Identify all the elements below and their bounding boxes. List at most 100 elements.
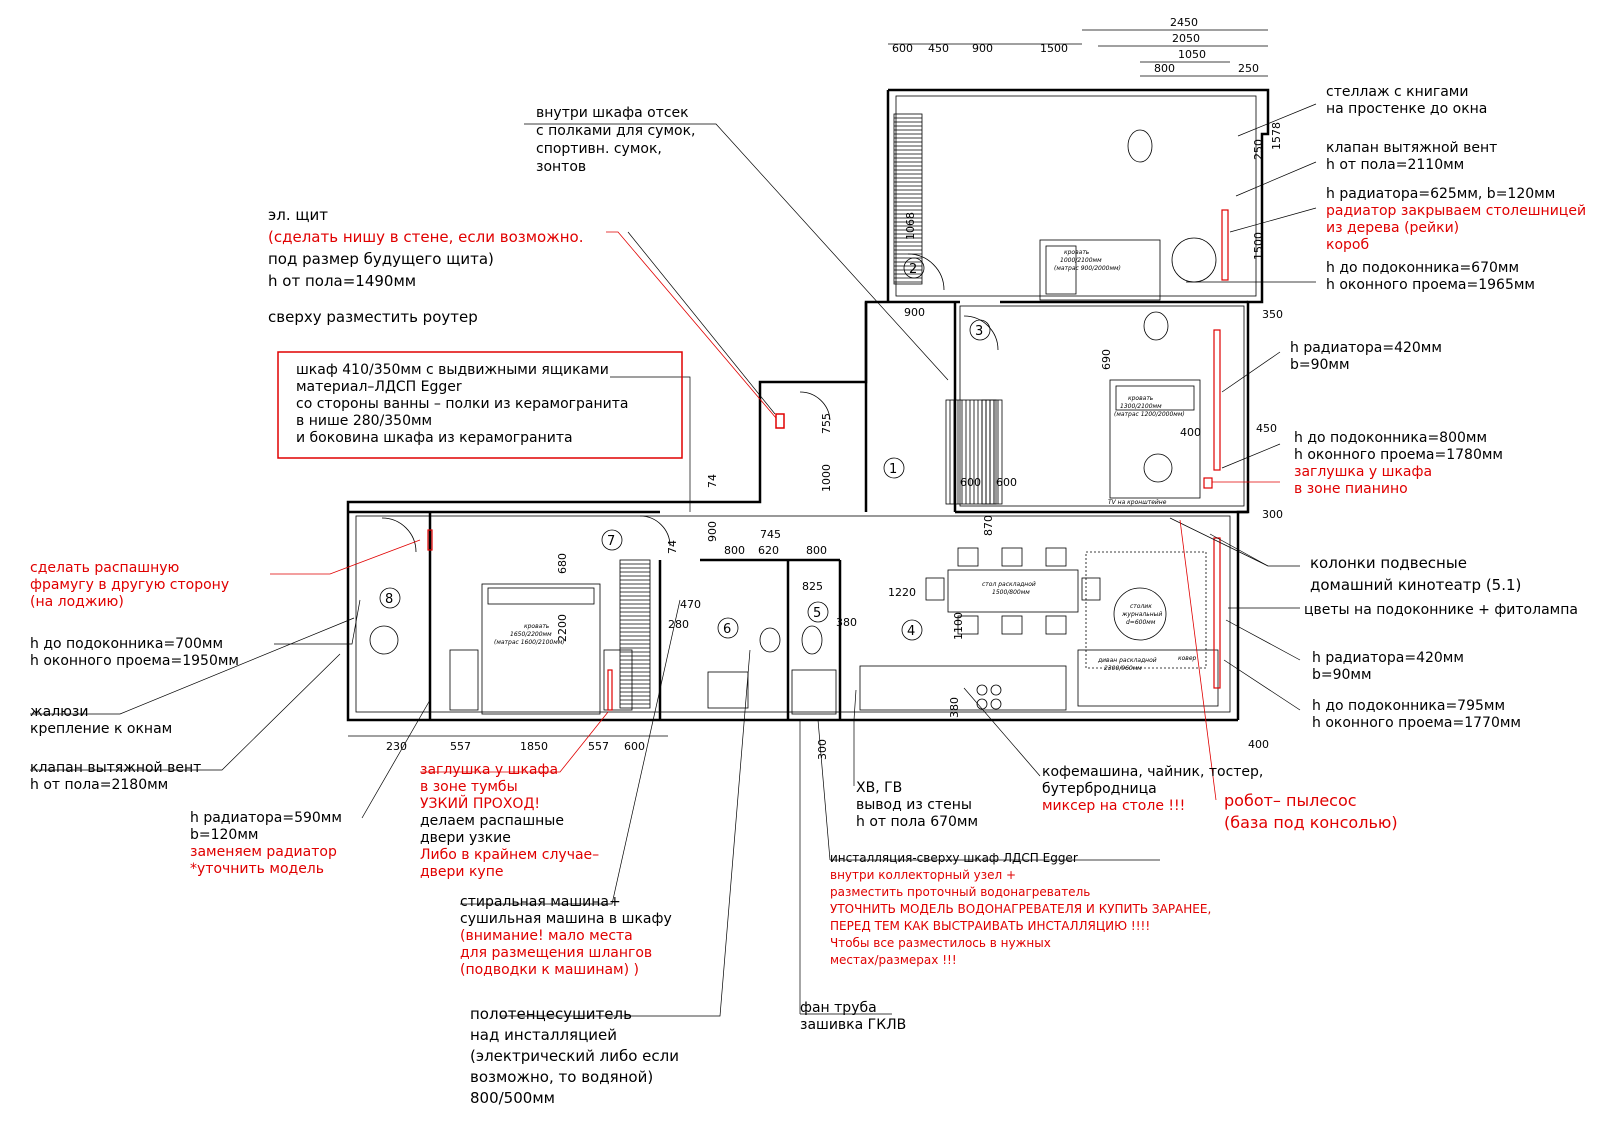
piano-stool [1143,453,1173,483]
room-number-8: 8 [385,592,393,607]
dim-600-bot: 600 [624,740,645,753]
bed1-size: 1300/2100мм [1120,403,1162,410]
bed-top [1039,239,1161,301]
tumba-right [603,649,633,711]
bed2-mattress: (матрас 1600/2100мм) [494,639,565,646]
radiator-low [1213,537,1221,689]
table-label: стол раскладной [982,581,1036,588]
wardrobes [619,113,1003,709]
coffee-label2: журнальный [1121,611,1162,618]
dim-620: 620 [758,544,779,557]
dim-870: 870 [982,515,995,536]
electrical-panel [775,413,785,429]
table-size: 1500/800мм [992,589,1030,596]
dim-400: 400 [1248,738,1269,751]
dim-680: 680 [556,553,569,574]
bed-room3 [1109,379,1201,499]
dim-2200: 2200 [556,614,569,642]
dim-900-b: 900 [706,521,719,542]
zaglushka-piano [1203,477,1213,489]
dim-825: 825 [802,580,823,593]
dim-380-b: 380 [948,697,961,718]
shower [791,669,837,715]
bathtub [707,671,749,709]
wardrobe-1 [893,113,923,285]
dim-280: 280 [668,618,689,631]
wardrobe-3 [619,559,651,709]
zaglushka-tumba [607,669,613,711]
dim-74-b: 74 [666,540,679,554]
door-8 [381,517,417,553]
dim-250: 250 [1238,62,1259,75]
dim-400-in: 400 [1180,426,1201,439]
coffee-size: d=600мм [1126,619,1156,626]
dining-table [947,569,1079,613]
bed-top-label: кровать [1064,249,1090,256]
bed-top-size: 1000/2100мм [1060,257,1102,264]
dim-1100: 1100 [952,612,965,640]
dim-470: 470 [680,598,701,611]
dim-450r: 450 [1256,422,1277,435]
room-number-1: 1 [889,462,897,477]
dim-1050: 1050 [1178,48,1206,61]
dim-900: 900 [972,42,993,55]
dim-1500: 1500 [1040,42,1068,55]
dim-2050: 2050 [1172,32,1200,45]
sofa-size: 2300/960мм [1104,665,1142,672]
bed2-size: 1650/2200мм [510,631,552,638]
room-number-6: 6 [723,622,731,637]
room-number-2: 2 [909,262,917,277]
dim-557-a: 557 [450,740,471,753]
room-number-3: 3 [975,324,983,339]
dim-755: 755 [820,413,833,434]
dim-1578: 1578 [1270,122,1283,150]
coffee-label: столик [1130,603,1152,610]
dim-600: 600 [892,42,913,55]
dim-690: 690 [1100,349,1113,370]
desk-chair [369,625,399,655]
radiator-left [427,529,433,551]
cabinet-note-box [277,351,683,459]
door-3 [963,315,999,351]
door-entrance [799,391,831,421]
dim-250r: 250 [1252,139,1265,160]
coffee-table [1113,587,1167,641]
dim-745: 745 [760,528,781,541]
kitchen-counter [859,665,1067,711]
bed2-label: кровать [524,623,550,630]
room-number-5: 5 [813,606,821,621]
chair-mid [1143,311,1169,341]
radiators [427,209,1229,711]
dim-800-a: 800 [724,544,745,557]
dim-2450: 2450 [1170,16,1198,29]
armchair [1171,237,1217,283]
room-numbers: 2 3 1 7 8 6 5 4 [379,257,991,641]
bed-top-mattress: (матрас 900/2000мм) [1054,265,1121,272]
radiator-mid [1213,329,1221,471]
door-7 [639,515,671,547]
dim-800: 800 [1154,62,1175,75]
room-number-4: 4 [907,624,915,639]
bed-room7 [481,583,601,715]
door-2 [907,253,945,291]
dim-900-mid: 900 [904,306,925,319]
dim-1068: 1068 [904,212,917,240]
dim-380-a: 380 [836,616,857,629]
tv-label: TV на кронштейне [1108,499,1167,506]
room-number-7: 7 [607,534,615,549]
furniture-labels: кровать 1300/2100мм (матрас 1200/2000мм)… [494,249,1197,672]
dim-1220: 1220 [888,586,916,599]
dim-600-b: 600 [996,476,1017,489]
bed1-mattress: (матрас 1200/2000мм) [1114,411,1185,418]
dimensions: 600 450 900 1500 2450 2050 1050 800 250 … [348,16,1283,760]
dim-1000: 1000 [820,464,833,492]
sofa [1077,649,1219,707]
wardrobe-4 [981,399,1003,505]
carpet [1085,551,1207,669]
wardrobe-2 [945,399,997,505]
dim-74-a: 74 [706,474,719,488]
chair-top [1127,129,1153,163]
carpet-label: ковер [1178,655,1197,662]
dim-350: 350 [1262,308,1283,321]
